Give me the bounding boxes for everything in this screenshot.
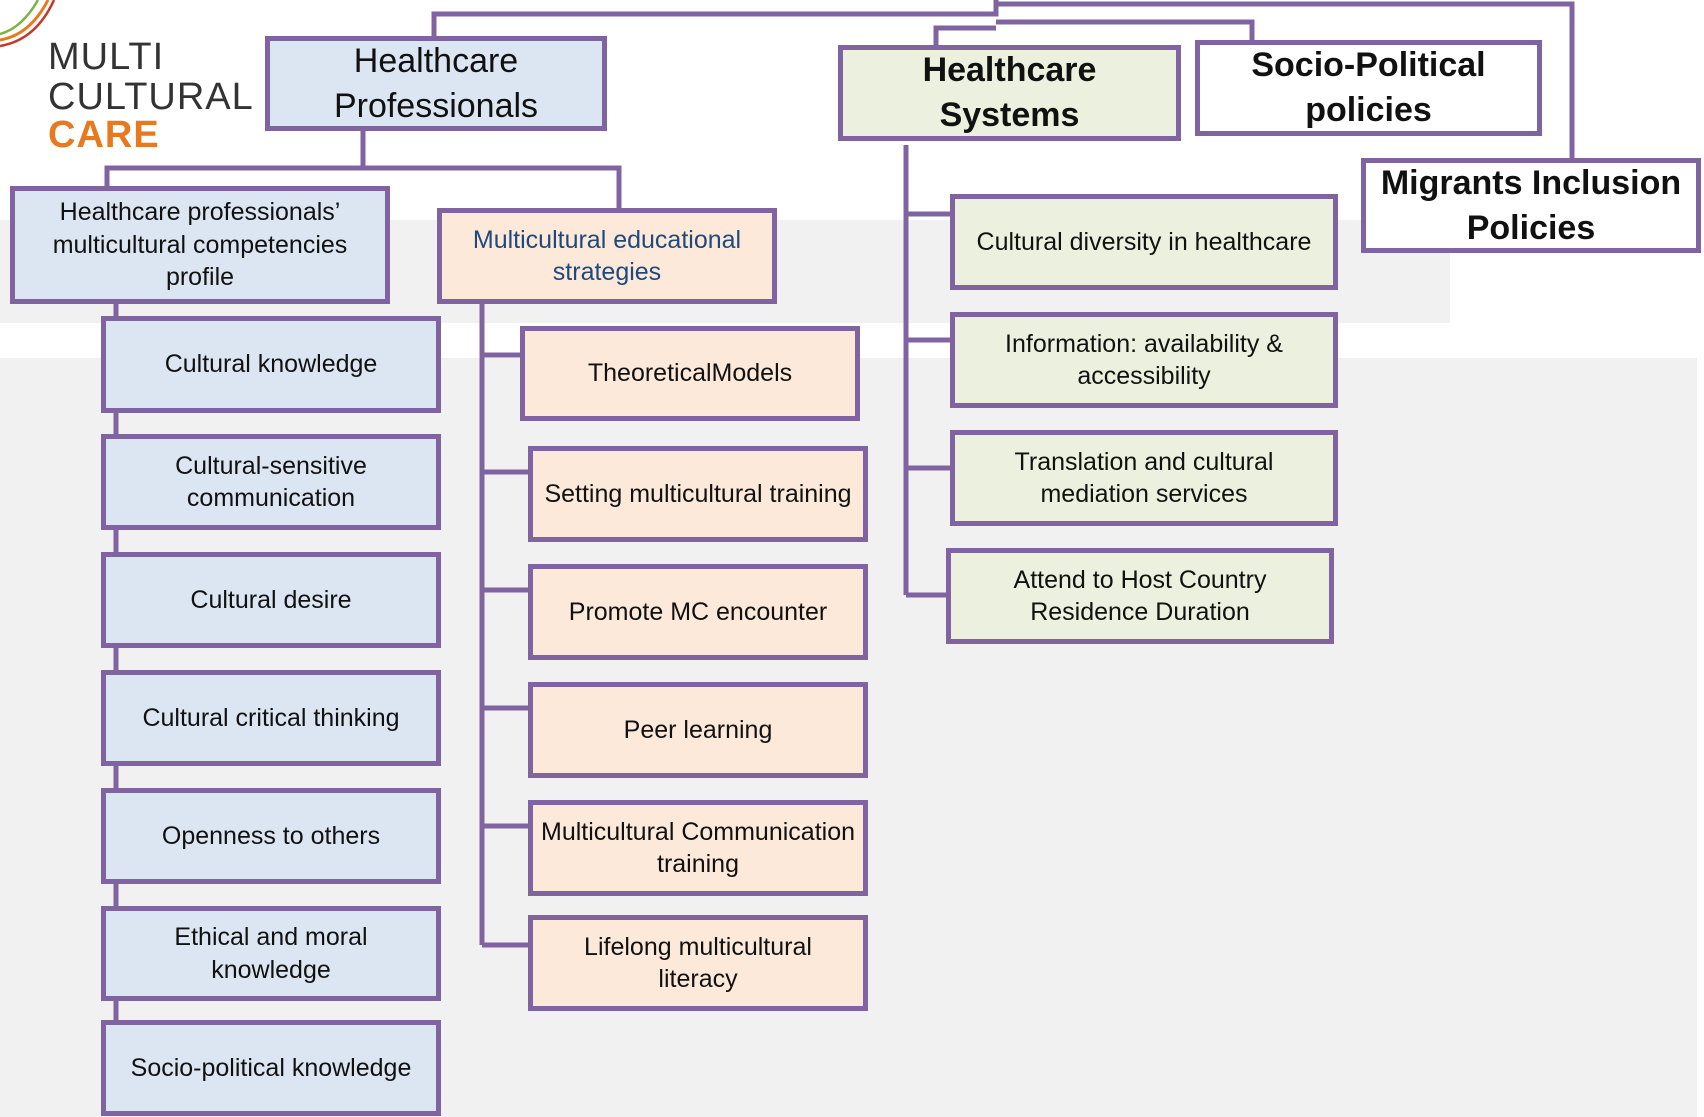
node-competency-4: Cultural critical thinking [101, 670, 441, 766]
node-system-4: Attend to Host Country Residence Duratio… [946, 548, 1334, 644]
node-label: Cultural knowledge [164, 350, 378, 379]
logo-text-cultural: CULTURAL [48, 76, 254, 118]
node-label: Setting multicultural training [544, 479, 852, 508]
node-strategy-4: Peer learning [528, 682, 868, 778]
node-strategy-3: Promote MC encounter [528, 564, 868, 660]
node-label: Healthcare Professionals [333, 41, 539, 125]
node-label: Attend to Host Country Residence Duratio… [1013, 565, 1267, 627]
node-label: Healthcare Systems [922, 51, 1097, 134]
logo-swoosh-icon [0, 0, 56, 48]
node-label: Socio-Political policies [1251, 46, 1486, 129]
node-label: Multicultural Communication training [541, 817, 856, 879]
node-educational-strategies: Multicultural educational strategies [437, 208, 777, 304]
node-label: Peer learning [623, 715, 773, 744]
node-label: TheoreticalModels [587, 359, 793, 388]
node-system-3: Translation and cultural mediation servi… [950, 430, 1338, 526]
node-competency-3: Cultural desire [101, 552, 441, 648]
node-competency-2: Cultural-sensitive communication [101, 434, 441, 530]
connector-top-to-migrants [996, 1, 1575, 158]
node-competency-5: Openness to others [101, 788, 441, 884]
node-socio-political-policies: Socio-Political policies [1195, 40, 1542, 136]
node-label: Healthcare professionals’ multicultural … [52, 198, 348, 292]
node-label: Translation and cultural mediation servi… [1014, 447, 1274, 509]
node-label: Cultural desire [190, 585, 352, 614]
node-system-2: Information: availability & accessibilit… [950, 312, 1338, 408]
node-healthcare-professionals: Healthcare Professionals [265, 36, 607, 131]
node-label: Socio-political knowledge [130, 1053, 412, 1082]
node-label: Cultural critical thinking [142, 703, 400, 732]
node-label: Cultural-sensitive communication [175, 451, 367, 513]
node-label: Migrants Inclusion Policies [1380, 163, 1682, 247]
node-strategy-2: Setting multicultural training [528, 446, 868, 542]
node-label: Multicultural educational strategies [472, 225, 742, 287]
connector-top-to-professionals [431, 0, 999, 36]
node-strategy-5: Multicultural Communication training [528, 800, 868, 896]
node-competencies-profile: Healthcare professionals’ multicultural … [10, 186, 390, 304]
node-label: Ethical and moral knowledge [174, 923, 368, 984]
node-competency-6: Ethical and moral knowledge [101, 906, 441, 1001]
node-label: Openness to others [161, 821, 381, 850]
node-competency-1: Cultural knowledge [101, 316, 441, 413]
node-strategy-1: TheoreticalModels [520, 326, 860, 421]
node-label: Information: availability & accessibilit… [1005, 329, 1283, 391]
logo-text-care: CARE [48, 114, 160, 156]
connector-to-competencies [104, 165, 622, 208]
node-label: Cultural diversity in healthcare [976, 227, 1312, 256]
connector-top-to-systems [933, 25, 996, 45]
node-label: Promote MC encounter [568, 597, 828, 626]
multicultural-care-logo: MULTI CULTURAL CARE [0, 0, 270, 160]
connector-top-to-socio-political [996, 19, 1255, 40]
node-label: Lifelong multicultural literacy [584, 932, 812, 994]
node-system-1: Cultural diversity in healthcare [950, 194, 1338, 290]
node-competency-7: Socio-political knowledge [101, 1020, 441, 1116]
node-migrants-inclusion-policies: Migrants Inclusion Policies [1361, 158, 1701, 253]
node-healthcare-systems: Healthcare Systems [838, 45, 1181, 141]
logo-text-multi: MULTI [48, 36, 165, 78]
node-strategy-6: Lifelong multicultural literacy [528, 915, 868, 1011]
